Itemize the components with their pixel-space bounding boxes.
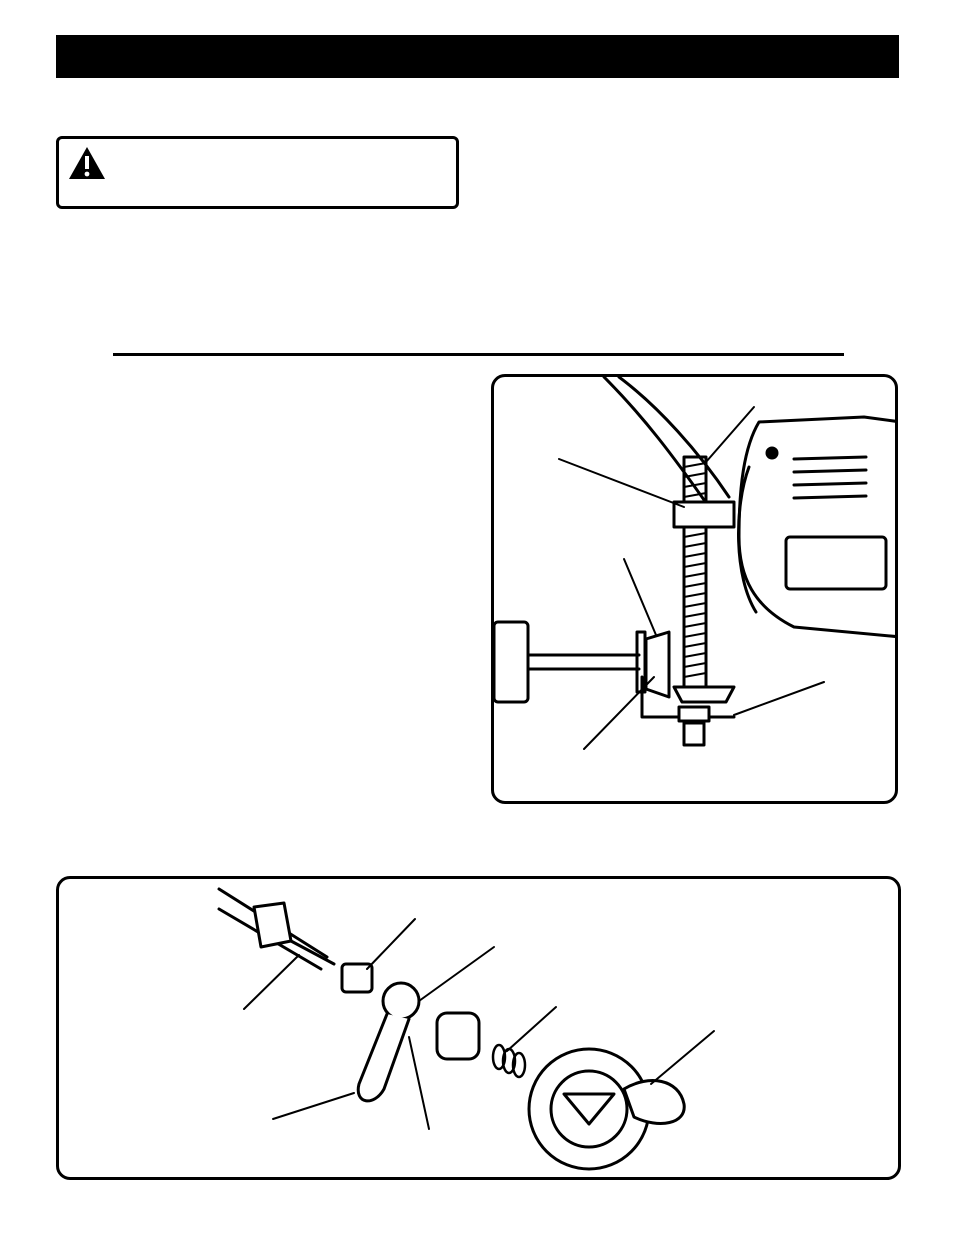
warning-triangle-icon xyxy=(69,147,105,179)
elevation-mechanism-illustration xyxy=(494,377,895,750)
header-bar xyxy=(56,35,899,78)
figure-elevation-mechanism xyxy=(491,374,898,804)
figure-elevation-crank-exploded xyxy=(56,876,901,1180)
crank-exploded-illustration xyxy=(217,887,715,1171)
section-rule xyxy=(113,353,844,356)
warning-box xyxy=(56,136,459,209)
